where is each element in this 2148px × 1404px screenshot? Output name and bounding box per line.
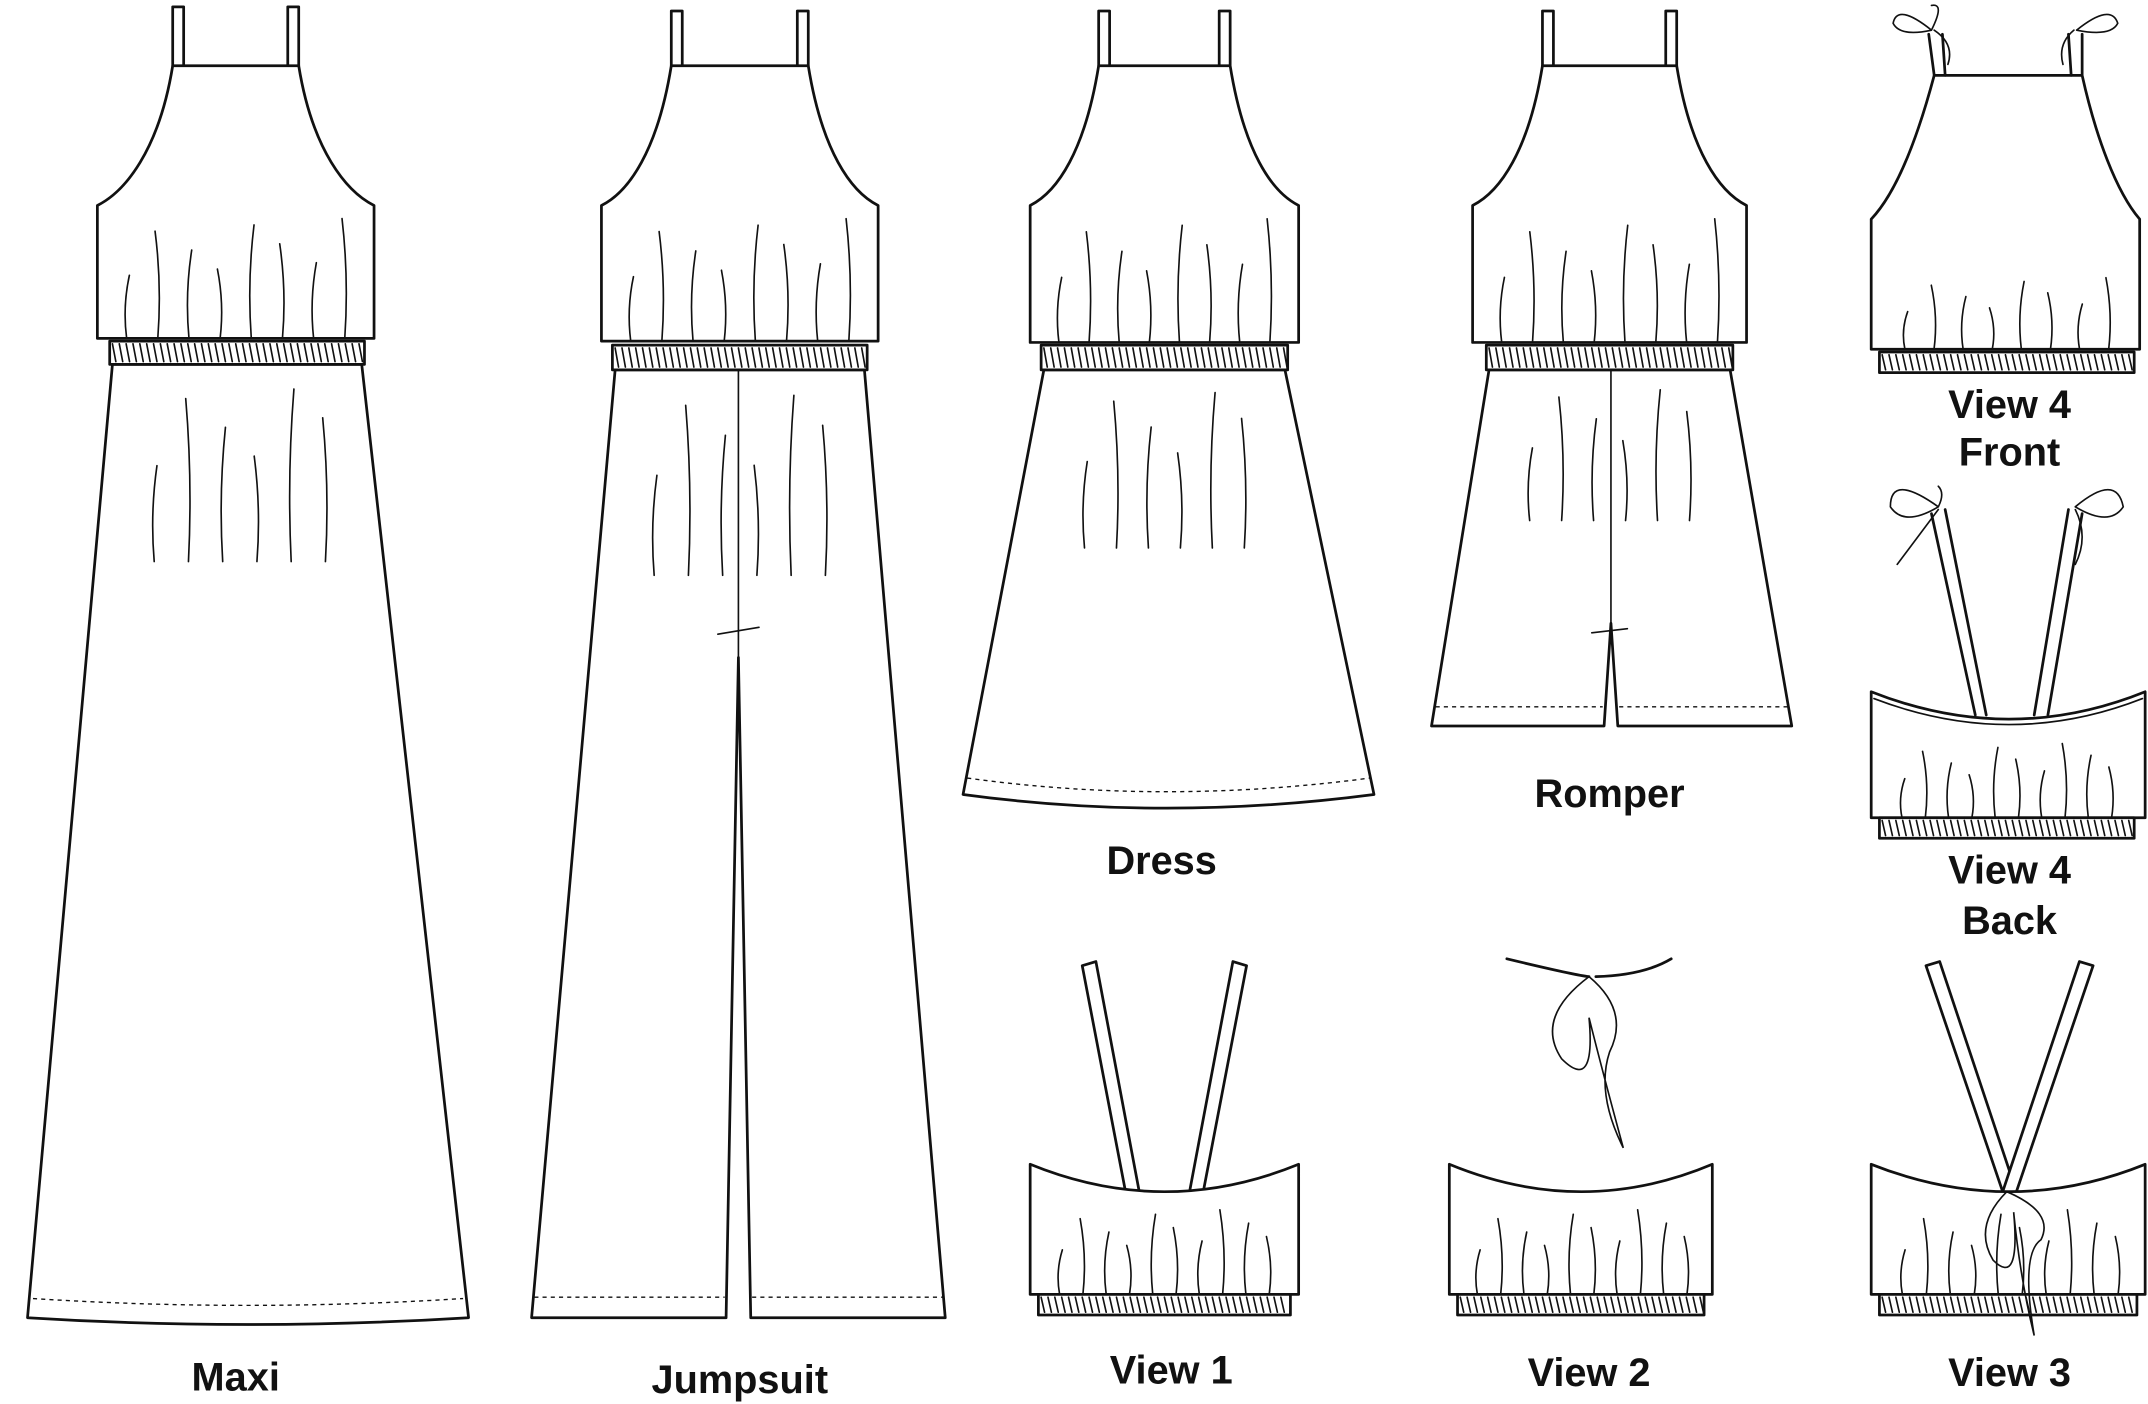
label-view1: View 1 (1110, 1348, 1233, 1392)
label-view4-front-2: Front (1959, 431, 2060, 475)
view1-flat (1028, 960, 1301, 1317)
label-jumpsuit: Jumpsuit (652, 1358, 829, 1402)
view4-back-flat (1869, 485, 2147, 840)
view2-flat (1447, 957, 1714, 1317)
view3-flat (1869, 960, 2147, 1336)
label-view4-back-1: View 4 (1948, 848, 2071, 892)
label-romper: Romper (1535, 772, 1685, 816)
label-dress: Dress (1106, 839, 1216, 883)
label-view4-back-2: Back (1962, 899, 2058, 943)
dress-flat (961, 9, 1376, 810)
label-view4-front-1: View 4 (1948, 383, 2071, 427)
view4-front-flat (1869, 4, 2142, 374)
maxi-flat (26, 5, 470, 1326)
jumpsuit-flat (530, 9, 947, 1320)
label-view2: View 2 (1528, 1351, 1651, 1395)
label-maxi: Maxi (192, 1355, 280, 1399)
label-view3: View 3 (1948, 1351, 2071, 1395)
romper-flat (1430, 9, 1794, 728)
